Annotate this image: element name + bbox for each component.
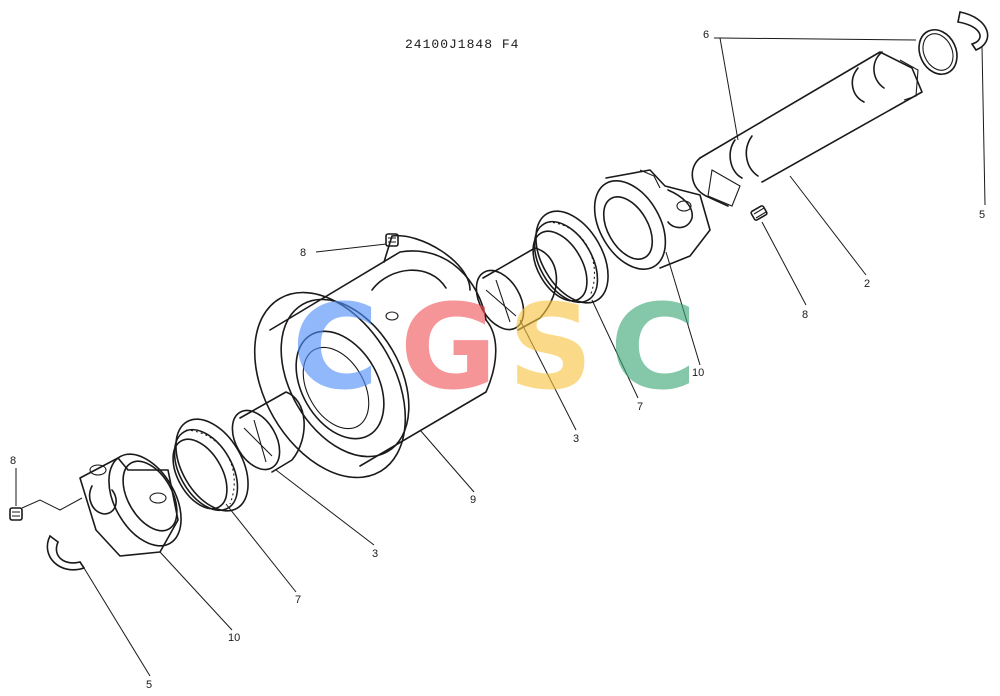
callout-8-left: 8 bbox=[10, 455, 16, 467]
part-shaft bbox=[691, 51, 923, 207]
part-plug-right bbox=[750, 205, 768, 221]
part-o-ring bbox=[918, 29, 958, 75]
watermark-letter-c2: C bbox=[610, 278, 697, 416]
watermark-letter-s: S bbox=[508, 278, 593, 416]
part-retainer-clip-top bbox=[957, 11, 989, 51]
callout-numbers: 6 5 2 8 10 7 3 9 8 3 7 10 8 5 bbox=[10, 29, 985, 691]
part-plug-left bbox=[9, 507, 23, 521]
callout-7-upper: 7 bbox=[637, 401, 643, 413]
watermark-letter-g: G bbox=[400, 278, 497, 416]
callout-2: 2 bbox=[864, 278, 870, 290]
part-floating-seal-upper bbox=[532, 210, 609, 304]
callout-10-lower: 10 bbox=[228, 632, 240, 644]
part-roller bbox=[253, 234, 497, 479]
callout-10-upper: 10 bbox=[692, 367, 704, 379]
watermark-letter-c1: C bbox=[292, 278, 379, 416]
part-plug-roller bbox=[385, 233, 399, 247]
part-collar-lower bbox=[79, 453, 182, 557]
callout-3-upper: 3 bbox=[573, 433, 579, 445]
part-retainer-clip-lower bbox=[46, 535, 85, 571]
callout-8-roller: 8 bbox=[300, 247, 306, 259]
callout-9: 9 bbox=[470, 494, 476, 506]
watermark: C G S C bbox=[292, 278, 697, 416]
callout-8-right: 8 bbox=[802, 309, 808, 321]
callout-7-lower: 7 bbox=[295, 594, 301, 606]
drawing-number: 24100J1848 F4 bbox=[405, 37, 519, 52]
leader-lines bbox=[15, 37, 986, 677]
callout-5-top: 5 bbox=[979, 209, 985, 221]
part-bushing-upper bbox=[475, 247, 558, 331]
callout-3-lower: 3 bbox=[372, 548, 378, 560]
part-floating-seal-lower bbox=[172, 418, 249, 512]
part-collar-upper bbox=[593, 169, 711, 270]
callout-5-lower: 5 bbox=[146, 679, 152, 691]
callout-6: 6 bbox=[703, 29, 709, 41]
